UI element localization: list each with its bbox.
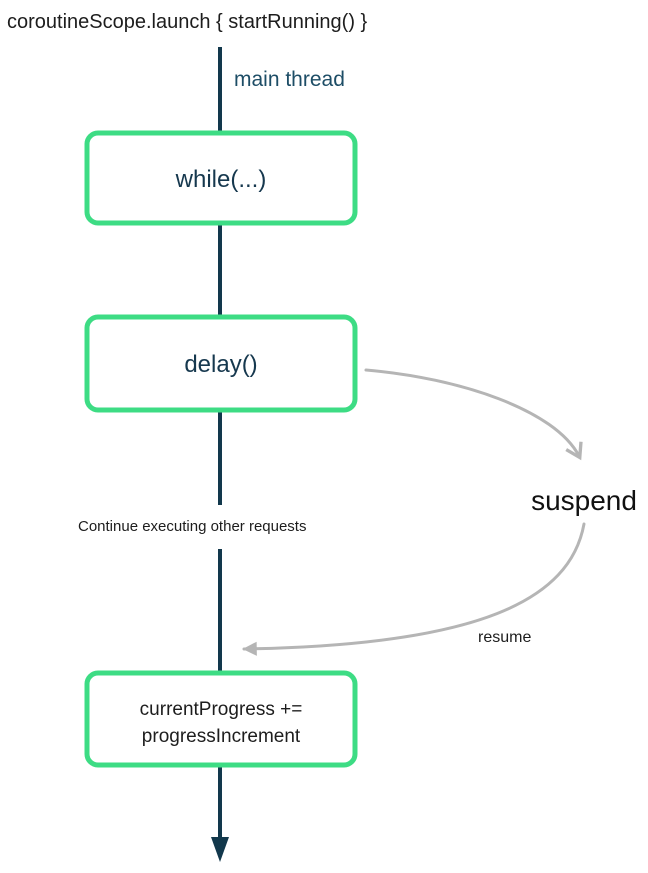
resume-label: resume: [478, 629, 531, 646]
delay-box-label: delay(): [184, 351, 257, 378]
while-box-label: while(...): [175, 166, 267, 193]
main-thread-label: main thread: [234, 68, 345, 91]
resume-arrow: [242, 522, 586, 656]
progress-box-label-line2: progressIncrement: [142, 726, 301, 747]
suspend-arrow: [364, 368, 583, 461]
while-box: [84, 130, 358, 226]
suspend-label: suspend: [531, 485, 637, 516]
diagram-title: coroutineScope.launch { startRunning() }: [7, 11, 368, 33]
thread-arrowhead-icon: [211, 837, 229, 862]
progress-box: [84, 670, 358, 768]
progress-box-label-line1: currentProgress +=: [140, 699, 303, 720]
continue-executing-label: Continue executing other requests: [78, 518, 306, 535]
delay-box: [84, 314, 358, 413]
